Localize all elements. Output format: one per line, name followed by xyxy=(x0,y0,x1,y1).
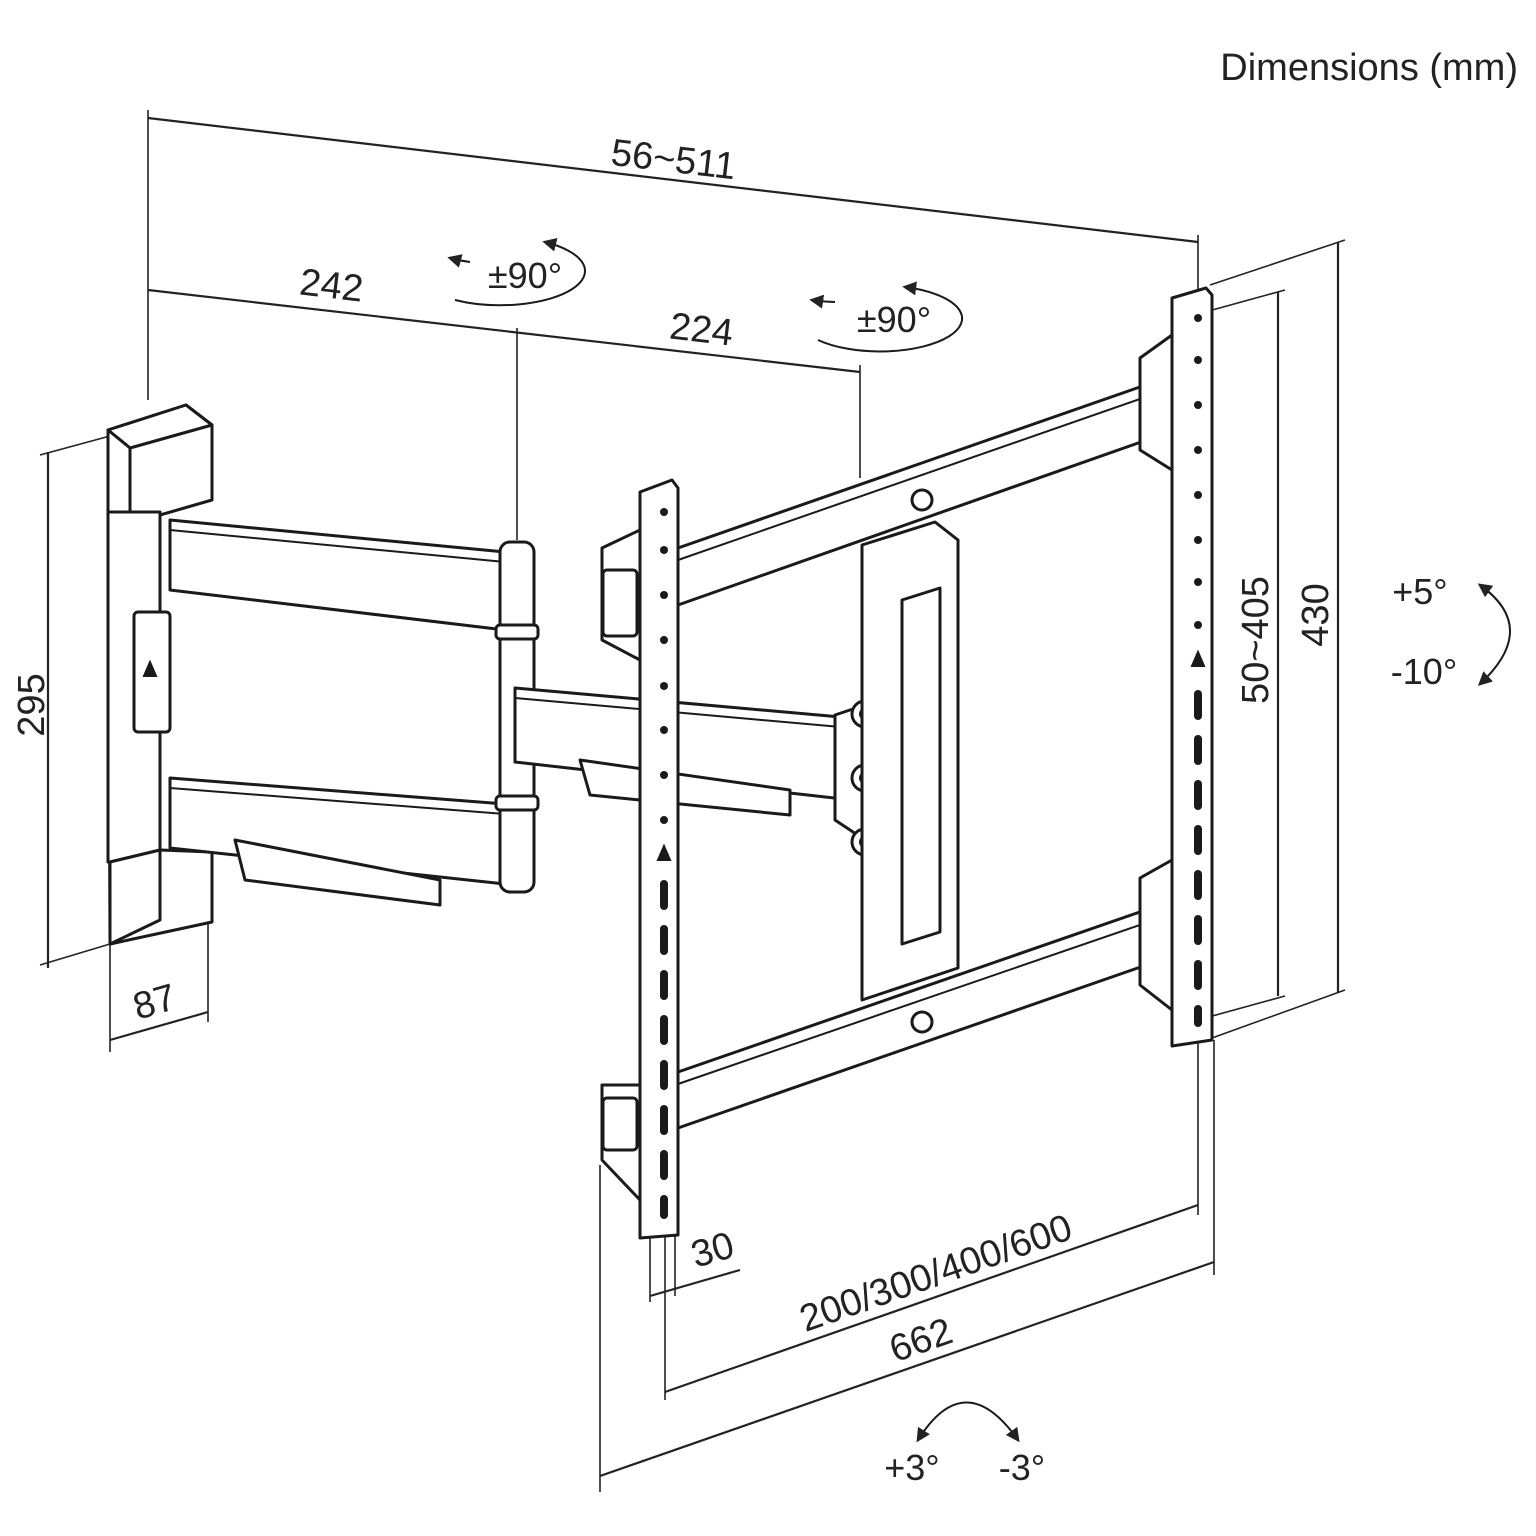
label-overall-depth: 56~511 xyxy=(609,132,738,188)
swivel-indicator-2: ±90° xyxy=(809,281,964,353)
label-arm-second: 224 xyxy=(667,306,735,355)
wall-plate xyxy=(106,403,214,946)
label-tilt-down: -10° xyxy=(1391,651,1457,692)
label-bracket-width: 30 xyxy=(687,1224,739,1276)
label-arm-first: 242 xyxy=(297,262,365,311)
center-carriage xyxy=(860,520,960,1002)
dim-overall-depth: 56~511 xyxy=(147,110,1199,400)
label-wall-plate-depth: 87 xyxy=(129,976,181,1028)
label-swivel-2: ±90° xyxy=(857,299,931,340)
vertical-bracket-left xyxy=(600,478,680,1240)
dim-plate-height: 430 xyxy=(1209,239,1346,1039)
label-level-plus: +3° xyxy=(884,1447,939,1488)
arm-first-segment xyxy=(168,518,507,907)
label-wall-plate-height: 295 xyxy=(11,673,53,736)
label-vesa-vertical: 50~405 xyxy=(1235,576,1277,704)
label-plate-height: 430 xyxy=(1295,583,1337,646)
swivel-indicator-1: ±90° xyxy=(447,237,586,307)
dim-wall-plate-height: 295 xyxy=(11,435,111,968)
label-tilt-up: +5° xyxy=(1392,571,1447,612)
label-level-minus: -3° xyxy=(999,1447,1045,1488)
tilt-indicator: +5° -10° xyxy=(1391,571,1511,692)
vertical-bracket-right xyxy=(1138,286,1214,1048)
label-plate-width: 662 xyxy=(884,1310,958,1371)
level-indicator: +3° -3° xyxy=(884,1401,1045,1488)
dim-arm-lengths: 242 224 xyxy=(147,262,861,540)
dim-vesa-vertical: 50~405 xyxy=(1204,289,1286,1019)
page-title: Dimensions (mm) xyxy=(1220,47,1518,89)
label-swivel-1: ±90° xyxy=(488,255,562,296)
arm-second-segment xyxy=(513,686,882,857)
